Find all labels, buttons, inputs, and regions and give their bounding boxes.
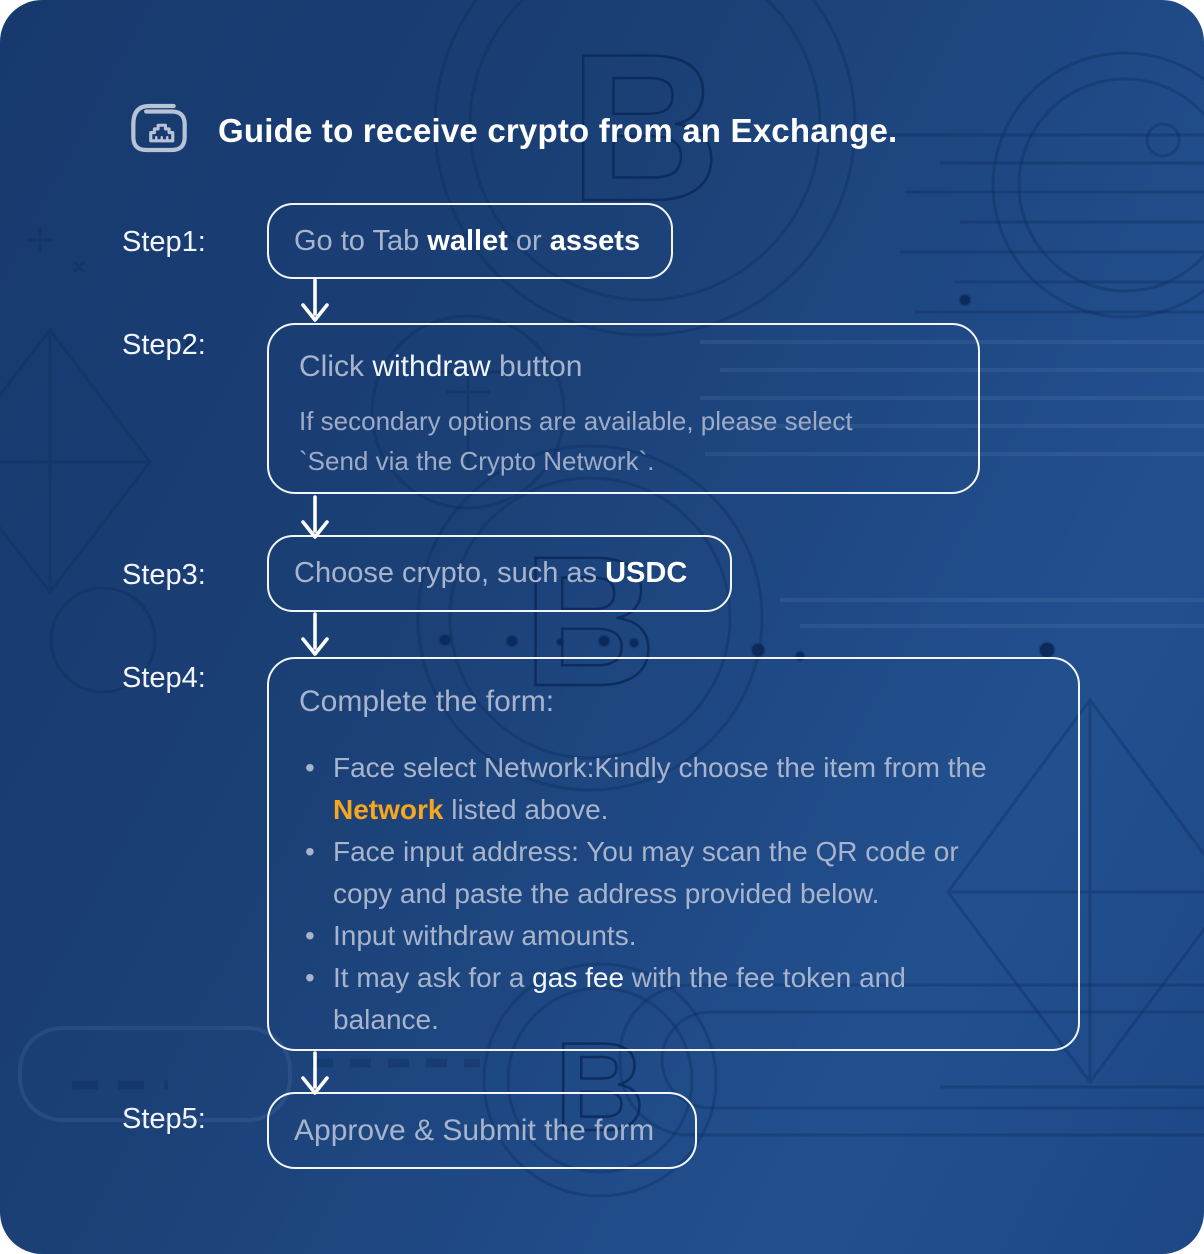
step5-label: Step5: [122,1103,206,1135]
step2-label: Step2: [122,329,206,361]
step2-note: If secondary options are available, plea… [299,406,853,476]
bullet-select-network: Face select Network:Kindly choose the it… [299,747,994,831]
step2-text: Click withdraw button [299,350,583,383]
step2-box: Click withdraw button If secondary optio… [267,323,980,494]
step1-label: Step1: [122,226,206,258]
step3-label: Step3: [122,559,206,591]
flow-arrow-icon [301,1051,329,1095]
page-title: Guide to receive crypto from an Exchange… [218,112,898,149]
step4-label: Step4: [122,662,206,694]
flow-arrow-icon [301,612,329,656]
wallet-icon [131,103,187,153]
step3-box: Choose crypto, such as USDC [267,535,732,612]
step4-title: Complete the form: [299,685,555,718]
step4-bullet-list: Face select Network:Kindly choose the it… [299,747,994,1041]
bullet-input-address: Face input address: You may scan the QR … [299,831,994,915]
step4-box: Complete the form: Face select Network:K… [267,657,1080,1051]
step5-box: Approve & Submit the form [267,1092,697,1169]
bullet-withdraw-amounts: Input withdraw amounts. [299,915,994,957]
bullet-gas-fee: It may ask for a gas fee with the fee to… [299,957,994,1041]
flow-arrow-icon [301,495,329,539]
svg-text:B: B [569,10,721,245]
step1-box: Go to Tab wallet or assets [267,203,673,279]
flow-arrow-icon [301,278,329,322]
step1-text: Go to Tab wallet or assets [294,224,641,257]
step3-text: Choose crypto, such as USDC [294,557,688,589]
svg-text:B: B [523,519,657,725]
step5-text: Approve & Submit the form [294,1113,655,1147]
